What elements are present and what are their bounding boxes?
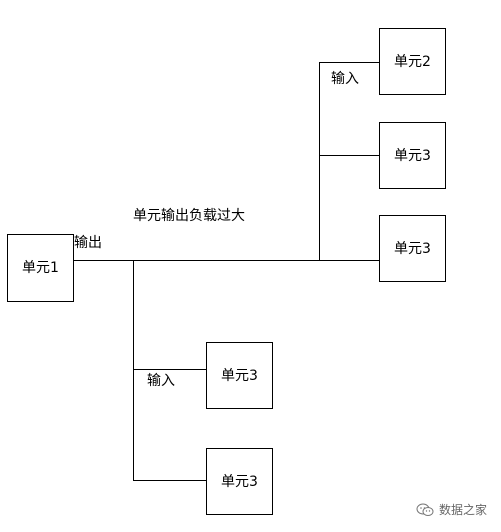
output-label: 输出: [74, 235, 102, 251]
unit3-bottom-b-box: 单元3: [206, 448, 273, 515]
unit3-top-a-box: 单元3: [379, 122, 446, 189]
wechat-icon: [416, 503, 434, 517]
unit3-bottom-a-box: 单元3: [206, 342, 273, 409]
unit2-box: 单元2: [379, 28, 446, 95]
input-label-top: 输入: [331, 71, 359, 87]
watermark-text: 数据之家: [438, 503, 487, 517]
overload-label: 单元输出负载过大: [133, 208, 245, 224]
unit3-top-b-box: 单元3: [379, 215, 446, 282]
input-label-bottom: 输入: [147, 373, 175, 389]
watermark: 数据之家: [416, 501, 487, 518]
unit1-box: 单元1: [7, 234, 74, 302]
